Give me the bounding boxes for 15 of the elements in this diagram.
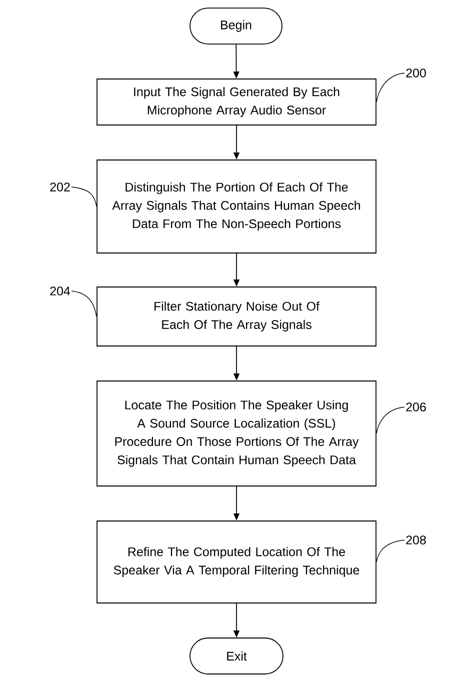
reference-number: 204	[50, 286, 70, 296]
leader-line	[71, 290, 97, 317]
leader-line	[376, 72, 405, 102]
process-box: Input The Signal Generated By Each Microphone Array Audio Sensor	[96, 78, 376, 126]
process-box: Filter Stationary Noise Out Of Each Of The Array Signals	[96, 286, 376, 346]
leader-line	[71, 186, 97, 207]
reference-number: 202	[50, 182, 70, 192]
process-box: Refine The Computed Location Of The Speaker Via A Temporal Filtering Technique	[96, 520, 376, 604]
leader-line	[376, 540, 405, 562]
process-box: Distinguish The Portion Of Each Of The Array Signals That Contains Human Speech Data From The Non-Speech Portions	[96, 160, 376, 254]
reference-number: 208	[406, 536, 426, 544]
reference-number: 200	[406, 68, 426, 78]
process-box: Locate The Position The Speaker Using A Sound Source Localization (SSL) Procedure On Those Portions Of The Array Signals That Contain Human Speech Data	[96, 380, 376, 486]
reference-number: 206	[406, 402, 426, 412]
leader-line	[376, 406, 405, 434]
